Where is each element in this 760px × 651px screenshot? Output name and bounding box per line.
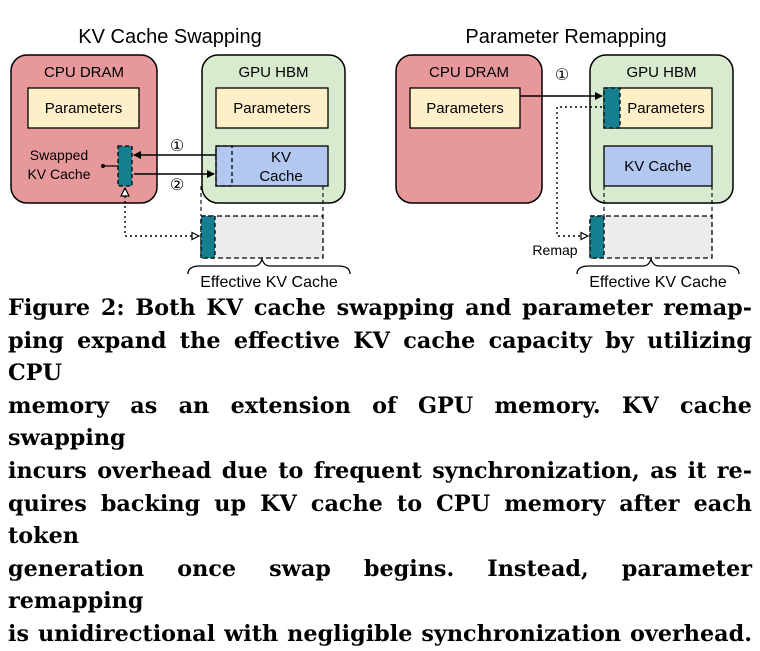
left-dotted-link-up-head — [120, 186, 130, 197]
left-gpu-hbm-label: GPU HBM — [238, 64, 308, 81]
diagram: KV Cache Swapping CPU DRAM Parameters Sw… — [10, 26, 740, 290]
left-gpu-parameters-box — [215, 87, 329, 129]
caption-line: ping expand the effective KV cache capac… — [8, 327, 752, 387]
left-kv-cache-box — [215, 145, 329, 187]
right-gpu-remapped-block — [603, 87, 621, 129]
left-panel-title: KV Cache Swapping — [78, 26, 261, 48]
left-effective-teal-block — [200, 215, 216, 259]
caption-line: generation once swap begins. Instead, pa… — [8, 555, 752, 615]
left-effective-label: Effective KV Cache — [200, 274, 338, 290]
right-cpu-parameters-box — [409, 87, 521, 129]
left-effective-empty-area — [200, 215, 324, 259]
caption-line: quires backing up KV cache to CPU memory… — [8, 490, 752, 550]
right-gpu-parameters-box — [603, 87, 713, 129]
right-gpu-parameters-label: Parameters — [627, 100, 705, 117]
left-effective-bracket — [187, 256, 351, 275]
figure-caption: Figure 2: Both KV cache swapping and par… — [8, 292, 752, 651]
swapped-kv-label-line1: Swapped — [30, 147, 88, 163]
left-kv-cache-dashed-slot — [215, 145, 233, 187]
left-cpu-parameters-label: Parameters — [45, 100, 123, 117]
left-kv-cache-label-line1: KV — [271, 149, 291, 166]
left-kv-cache-label-line2: Cache — [259, 168, 302, 185]
right-kv-cache-label: KV Cache — [624, 158, 692, 175]
right-effective-teal-block — [589, 215, 605, 259]
right-panel-title: Parameter Remapping — [465, 26, 666, 48]
caption-line: memory as an extension of GPU memory. KV… — [8, 392, 752, 452]
right-effective-empty-area — [589, 215, 713, 259]
caption-line: incurs overhead due to frequent synchron… — [8, 457, 752, 484]
right-effective-bracket — [576, 256, 740, 275]
right-cpu-parameters-label: Parameters — [426, 100, 504, 117]
swapped-kv-block — [117, 145, 133, 187]
left-step-2-marker: ② — [170, 177, 184, 194]
right-remap-label: Remap — [532, 242, 577, 258]
right-step-1-marker: ① — [555, 67, 569, 84]
left-dotted-link-arrow — [124, 196, 199, 236]
right-gpu-hbm-label: GPU HBM — [626, 64, 696, 81]
left-gpu-parameters-label: Parameters — [233, 100, 311, 117]
right-effective-label: Effective KV Cache — [589, 274, 727, 290]
right-kv-cache-box — [603, 145, 713, 187]
caption-line: Figure 2: Both KV cache swapping and par… — [8, 295, 752, 321]
right-cpu-dram-label: CPU DRAM — [429, 64, 509, 81]
left-step-1-marker: ① — [170, 138, 184, 155]
left-cpu-parameters-box — [27, 87, 140, 129]
swapped-kv-label-line2: KV Cache — [27, 166, 90, 182]
left-cpu-dram-label: CPU DRAM — [44, 64, 124, 81]
caption-line: is unidirectional with negligible synchr… — [8, 620, 752, 647]
